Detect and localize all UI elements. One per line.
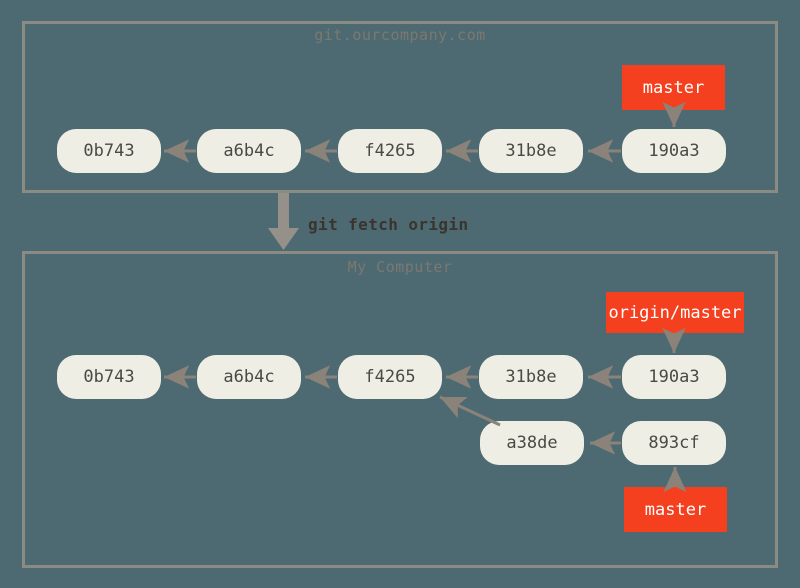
commit-node: 31b8e [479, 129, 583, 173]
commit-node: 0b743 [57, 129, 161, 173]
command-label-git-fetch-origin: git fetch origin [308, 215, 469, 234]
commit-node: 0b743 [57, 355, 161, 399]
commit-node: a38de [480, 421, 584, 465]
fetch-flow-arrow [268, 193, 299, 250]
branch-label-origin-master: origin/master [606, 292, 744, 333]
branch-label-master-remote: master [622, 65, 725, 110]
remote-repository-frame [22, 21, 778, 193]
commit-node: f4265 [338, 129, 442, 173]
local-repository-frame [22, 251, 778, 568]
commit-node: a6b4c [197, 129, 301, 173]
remote-repository-title: git.ourcompany.com [314, 26, 486, 44]
branch-label-master-local: master [624, 487, 727, 532]
local-repository-title: My Computer [347, 258, 453, 276]
commit-node: 893cf [622, 421, 726, 465]
commit-node: 190a3 [622, 355, 726, 399]
commit-node: a6b4c [197, 355, 301, 399]
commit-node: 190a3 [622, 129, 726, 173]
commit-node: 31b8e [479, 355, 583, 399]
commit-node: f4265 [338, 355, 442, 399]
